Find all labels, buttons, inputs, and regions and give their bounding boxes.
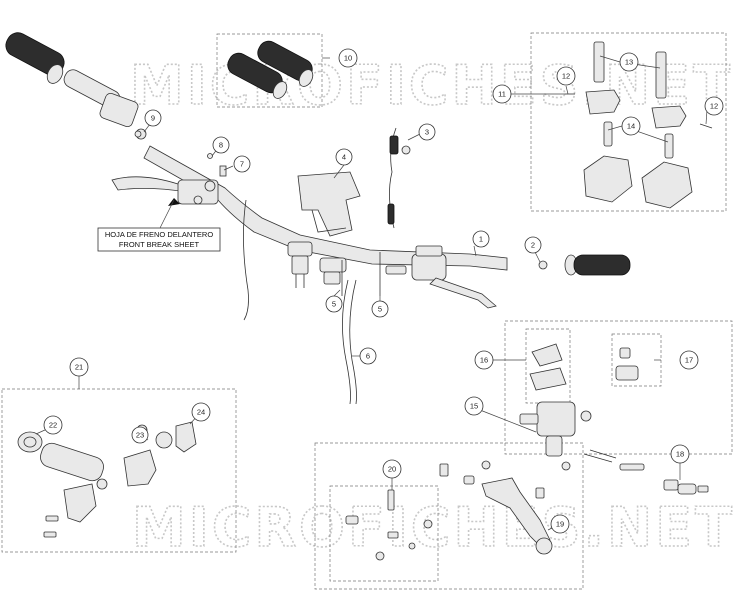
switch-cable-part <box>387 127 411 229</box>
svg-text:5: 5 <box>378 305 382 314</box>
svg-text:15: 15 <box>470 402 478 411</box>
callout-23[interactable]: 23 <box>131 426 149 444</box>
callout-15[interactable]: 15 <box>464 396 484 416</box>
svg-text:23: 23 <box>136 431 144 440</box>
callout-18[interactable]: 18 <box>670 444 690 464</box>
left-grip-part <box>5 32 121 109</box>
group-box-front-brake <box>314 442 584 590</box>
svg-text:10: 10 <box>344 54 352 63</box>
handlebar-clamp-right <box>319 257 347 285</box>
screw-part-8 <box>207 153 213 159</box>
svg-text:24: 24 <box>197 408 205 417</box>
svg-text:16: 16 <box>480 356 488 365</box>
spare-grips-part-10 <box>227 40 314 99</box>
svg-text:12: 12 <box>710 102 718 111</box>
svg-text:12: 12 <box>562 72 570 81</box>
handlebar-part <box>143 145 508 271</box>
callout-24[interactable]: 24 <box>191 402 211 422</box>
callout-22[interactable]: 22 <box>43 415 63 435</box>
note-line-2: FRONT BREAK SHEET <box>119 240 200 249</box>
svg-text:18: 18 <box>676 450 684 459</box>
callout-8[interactable]: 8 <box>212 136 230 154</box>
watermark-bottom: MICROFICHES.NET <box>132 496 734 559</box>
front-brake-sheet-note: HOJA DE FRENO DELANTERO FRONT BREAK SHEE… <box>97 198 221 252</box>
svg-text:14: 14 <box>627 122 635 131</box>
bar-pad-part <box>297 171 361 237</box>
leader-lines <box>35 55 708 531</box>
callout-16[interactable]: 16 <box>474 350 494 370</box>
svg-text:21: 21 <box>75 363 83 372</box>
cable-end-part-7 <box>219 165 227 177</box>
callout-21[interactable]: 21 <box>69 357 89 377</box>
group-box-10 <box>216 33 323 108</box>
callout-12a[interactable]: 12 <box>556 66 576 86</box>
callout-13[interactable]: 13 <box>619 52 639 72</box>
svg-text:5: 5 <box>332 300 336 309</box>
callout-17[interactable]: 17 <box>679 350 699 370</box>
callout-1[interactable]: 1 <box>472 230 490 248</box>
callout-11[interactable]: 11 <box>492 84 512 104</box>
callout-9[interactable]: 9 <box>144 109 162 127</box>
callout-5a[interactable]: 5 <box>325 295 343 313</box>
callout-6[interactable]: 6 <box>359 347 377 365</box>
group-box-11-14 <box>530 32 727 212</box>
cable-6-part <box>342 279 351 405</box>
svg-text:13: 13 <box>625 58 633 67</box>
bar-end-part-2 <box>538 260 548 270</box>
handlebar-clamp-left <box>287 241 313 288</box>
callout-7[interactable]: 7 <box>233 155 251 173</box>
callout-5b[interactable]: 5 <box>371 300 389 318</box>
left-lever-assembly <box>111 176 219 205</box>
svg-text:17: 17 <box>685 356 693 365</box>
callout-19[interactable]: 19 <box>550 514 570 534</box>
callout-4[interactable]: 4 <box>335 148 353 166</box>
brake-lever-part-19 <box>481 477 553 555</box>
callout-3[interactable]: 3 <box>418 123 436 141</box>
svg-text:3: 3 <box>425 128 429 137</box>
svg-text:20: 20 <box>388 465 396 474</box>
svg-text:11: 11 <box>498 90 506 99</box>
callout-20[interactable]: 20 <box>382 459 402 479</box>
right-grip-part <box>564 254 631 276</box>
svg-text:2: 2 <box>531 241 535 250</box>
callout-2[interactable]: 2 <box>524 236 542 254</box>
master-cylinder-exploded <box>519 343 709 495</box>
riser-clamp-group <box>565 41 713 209</box>
callout-12b[interactable]: 12 <box>704 96 724 116</box>
right-brake-master-cylinder <box>385 245 497 309</box>
callout-10[interactable]: 10 <box>338 48 358 68</box>
lever-hardware-part-20 <box>345 460 571 561</box>
svg-text:6: 6 <box>366 352 370 361</box>
cable-left <box>243 199 249 321</box>
watermark-top: MICROFICHES.NET <box>130 54 733 117</box>
nut-part-9 <box>134 130 142 138</box>
throttle-group-parts <box>17 421 197 538</box>
group-box-21 <box>1 388 237 553</box>
svg-text:22: 22 <box>49 421 57 430</box>
cable-6-part-b <box>349 279 357 405</box>
group-box-20 <box>329 485 439 582</box>
svg-text:19: 19 <box>556 520 564 529</box>
svg-text:1: 1 <box>479 235 483 244</box>
svg-text:4: 4 <box>342 153 346 162</box>
callout-14[interactable]: 14 <box>621 116 641 136</box>
svg-text:8: 8 <box>219 141 223 150</box>
svg-text:9: 9 <box>151 114 155 123</box>
svg-text:7: 7 <box>240 160 244 169</box>
note-line-1: HOJA DE FRENO DELANTERO <box>105 230 214 239</box>
